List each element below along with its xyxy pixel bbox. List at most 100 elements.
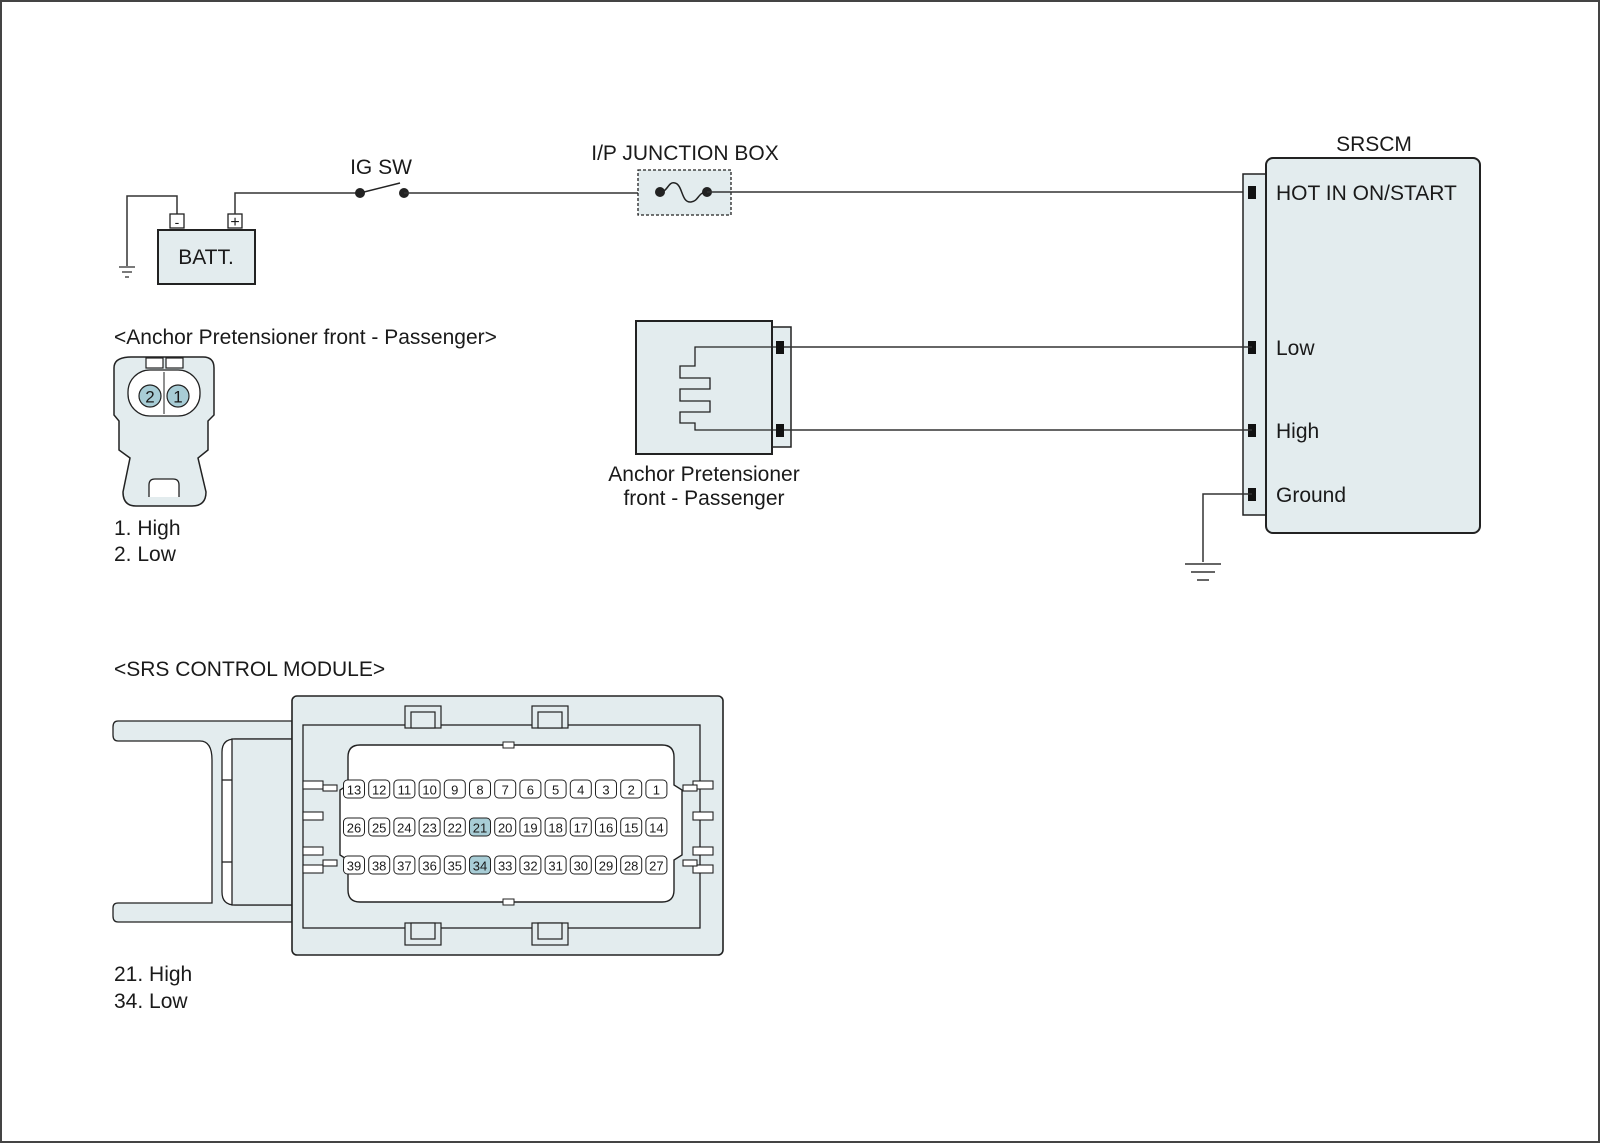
- control-module-pin: [393, 779, 416, 799]
- control-module-pin-number: 34: [473, 859, 487, 874]
- control-module-pin: [569, 855, 592, 875]
- control-module-pin: [544, 855, 567, 875]
- connector-view-pin: [166, 384, 190, 408]
- control-module-pin-number: 15: [624, 821, 638, 836]
- control-module-pin: [418, 817, 441, 837]
- control-module-pin-number: 35: [448, 859, 462, 874]
- control-module-pin-number: 39: [347, 859, 361, 874]
- control-module-legend-2: 34. Low: [114, 990, 188, 1013]
- control-module-pin-number: 8: [476, 783, 483, 798]
- control-module-pin-number: 5: [552, 783, 559, 798]
- control-module-pin: [469, 779, 491, 799]
- srscm-ground-wire: [1202, 493, 1252, 562]
- control-module-pin-number: 24: [397, 821, 411, 836]
- control-module-pin: [569, 817, 592, 837]
- control-module-pin-number: 1: [653, 783, 660, 798]
- control-module-pin: [368, 817, 391, 837]
- control-module-pin-number: 13: [347, 783, 361, 798]
- control-module-pin-number: 14: [649, 821, 663, 836]
- control-module-pin: [620, 855, 643, 875]
- connector-view-legend-1: 1. High: [114, 517, 181, 540]
- control-module-pin-number: 29: [599, 859, 613, 874]
- control-module-pin-number: 20: [498, 821, 512, 836]
- control-module-pin: [343, 779, 365, 799]
- battery-label: BATT.: [178, 246, 234, 269]
- control-module-pin-number: 36: [422, 859, 436, 874]
- control-module-pin: [645, 817, 668, 837]
- battery-positive-wire: [234, 192, 359, 214]
- control-module-pin-number: 33: [498, 859, 512, 874]
- control-module-pin: [494, 855, 517, 875]
- connector-view-pin-number: 2: [145, 388, 154, 407]
- control-module-pin-number: 38: [372, 859, 386, 874]
- srscm-pin-label: High: [1276, 420, 1319, 443]
- control-module-pin: [469, 855, 491, 875]
- control-module-legend-1: 21. High: [114, 963, 192, 986]
- control-module-pin-number: 26: [347, 821, 361, 836]
- battery-ground-wire: [126, 195, 178, 266]
- control-module-pin: [544, 779, 567, 799]
- connector-side-tabs: [302, 780, 714, 874]
- control-module-pin: [595, 817, 617, 837]
- srscm-ground-symbol: [1185, 563, 1221, 581]
- control-module-title: <SRS CONTROL MODULE>: [114, 658, 385, 681]
- control-module-pin: [418, 855, 441, 875]
- control-module-pin-number: 9: [451, 783, 458, 798]
- control-module-pin: [343, 855, 365, 875]
- junction-box-label: I/P JUNCTION BOX: [591, 142, 778, 165]
- control-module-pin: [443, 779, 466, 799]
- control-module-pin-number: 32: [523, 859, 537, 874]
- control-module-pin-number: 17: [574, 821, 588, 836]
- control-module-pin-number: 11: [398, 783, 412, 798]
- control-module-pin: [443, 817, 466, 837]
- control-module-pin-number: 30: [574, 859, 588, 874]
- control-module-pin: [519, 817, 542, 837]
- control-module-pin: [443, 855, 466, 875]
- pretensioner-body: [635, 320, 773, 455]
- connector-view-legend-2: 2. Low: [114, 543, 177, 566]
- control-module-pin: [544, 817, 567, 837]
- control-module-pin-number: 31: [548, 859, 562, 874]
- srs-control-module-connector: <SRS CONTROL MODULE>: [112, 658, 724, 1013]
- control-module-pin: [519, 779, 542, 799]
- control-module-pin-number: 37: [397, 859, 411, 874]
- control-module-pin-number: 6: [527, 783, 534, 798]
- control-module-pin-number: 23: [422, 821, 436, 836]
- battery: - + BATT.: [157, 213, 256, 285]
- control-module-pin: [645, 855, 668, 875]
- control-module-pin-number: 7: [502, 783, 509, 798]
- control-module-pin-number: 12: [372, 783, 386, 798]
- control-module-pin: [519, 855, 542, 875]
- pretensioner-label-line2: front - Passenger: [623, 487, 784, 510]
- connector-view-pin-number: 1: [173, 388, 182, 407]
- control-module-pin: [620, 779, 643, 799]
- srscm-body: [1265, 157, 1481, 534]
- connector-view-title: <Anchor Pretensioner front - Passenger>: [114, 326, 497, 349]
- control-module-pin: [368, 855, 391, 875]
- control-module-pin-number: 19: [523, 821, 537, 836]
- control-module-pin: [569, 779, 592, 799]
- connector-view-pin: [138, 384, 162, 408]
- control-module-pin: [494, 779, 517, 799]
- ig-switch: IG SW: [350, 156, 412, 198]
- control-module-pin: [645, 779, 668, 799]
- control-module-pin-number: 25: [372, 821, 386, 836]
- pretensioner: Anchor Pretensioner front - Passenger: [608, 320, 1252, 510]
- control-module-pin-number: 22: [448, 821, 462, 836]
- pretensioner-label-line1: Anchor Pretensioner: [608, 463, 799, 486]
- ig-switch-label: IG SW: [350, 156, 412, 179]
- control-module-pin-number: 27: [649, 859, 663, 874]
- control-module-pin: [469, 817, 491, 837]
- battery-minus: -: [175, 214, 180, 230]
- power-circuit: - + BATT. IG SW I/P JUNCTION BOX: [119, 142, 1252, 285]
- control-module-pin-number: 4: [577, 783, 584, 798]
- control-module-pin-number: 28: [624, 859, 638, 874]
- control-module-pin: [595, 855, 617, 875]
- control-module-pin: [393, 855, 416, 875]
- srscm-pin-label: HOT IN ON/START: [1276, 182, 1457, 205]
- srscm-pin-label: Ground: [1276, 484, 1346, 507]
